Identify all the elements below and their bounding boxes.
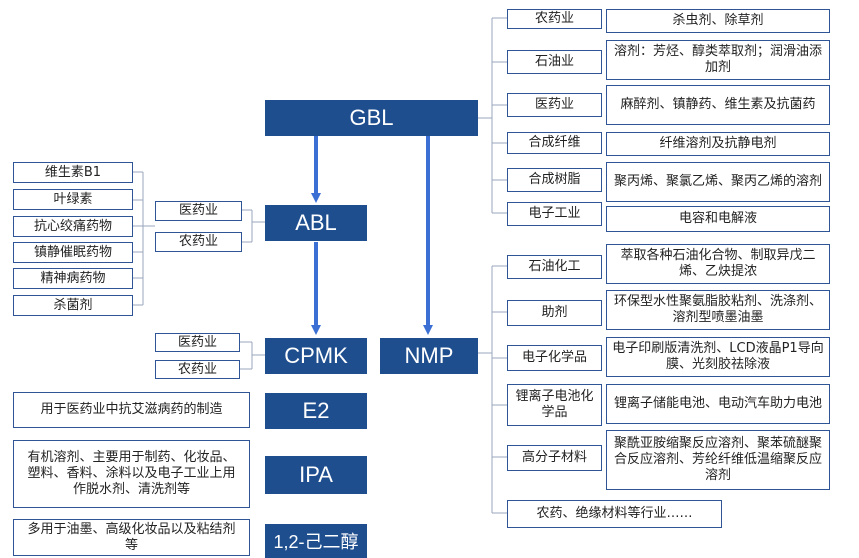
gbl-use: 聚丙烯、聚氯乙烯、聚丙乙烯的溶剂 [606,162,830,202]
nmp-industry: 高分子材料 [507,445,602,471]
cpmk-bracket [240,341,265,370]
gbl-use: 电容和电解液 [606,206,830,232]
abl-industry: 医药业 [155,201,242,221]
gbl-industry: 合成纤维 [507,132,602,154]
nmp-use: 聚酰亚胺缩聚反应溶剂、聚苯硫醚聚合反应溶剂、芳纶纤维低温缩聚反应溶剂 [606,430,830,490]
abl-product: 镇静催眠药物 [13,242,133,263]
abl-bracket [133,171,265,306]
gbl-use: 杀虫剂、除草剂 [606,9,830,33]
abl-product: 杀菌剂 [13,295,133,316]
node-ipa: IPA [265,456,367,494]
nmp-use: 环保型水性聚氨脂胶粘剂、洗涤剂、溶剂型喷墨油墨 [606,290,830,330]
node-nmp: NMP [380,338,478,374]
nmp-use: 电子印刷版清洗剂、LCD液晶P1导向膜、光刻胶祛除液 [606,337,830,377]
nmp-industry: 锂离子电池化学品 [507,384,602,426]
gbl-use: 麻醉剂、镇静药、维生素及抗菌药 [606,85,830,125]
cpmk-industry: 医药业 [155,333,240,352]
abl-product: 抗心绞痛药物 [13,216,133,237]
nmp-use: 锂离子储能电池、电动汽车助力电池 [606,384,830,424]
gbl-industry: 石油业 [507,50,602,74]
nmp-industry: 石油化工 [507,255,602,279]
nmp-industry: 电子化学品 [507,345,602,371]
nmp-industry: 助剂 [507,300,602,326]
nmp-other: 农药、绝缘材料等行业…… [507,500,722,528]
flow-arrows [311,136,433,335]
gbl-use: 纤维溶剂及抗静电剂 [606,132,830,156]
node-hexanediol: 1,2-己二醇 [265,524,367,558]
node-abl: ABL [265,205,367,241]
cpmk-industry: 农药业 [155,360,240,379]
node-e2: E2 [265,393,367,429]
ipa-description: 有机溶剂、主要用于制药、化妆品、塑料、香料、涂料以及电子工业上用作脱水剂、清洗剂… [13,440,250,508]
node-cpmk: CPMK [265,338,367,374]
node-gbl: GBL [265,100,478,136]
gbl-industry: 农药业 [507,9,602,29]
gbl-industry: 电子工业 [507,202,602,226]
nmp-use: 萃取各种石油化合物、制取异戊二烯、乙炔提浓 [606,244,830,284]
gbl-industry: 合成树脂 [507,168,602,192]
gbl-bracket [478,17,507,214]
abl-product: 叶绿素 [13,189,133,210]
nmp-bracket [478,265,507,514]
e2-description: 用于医药业中抗艾滋病药的制造 [13,392,250,428]
gbl-industry: 医药业 [507,93,602,117]
abl-product: 维生素B1 [13,162,133,183]
gbl-use: 溶剂：芳烃、醇类萃取剂；润滑油添加剂 [606,40,830,80]
abl-product: 精神病药物 [13,268,133,289]
hexanediol-description: 多用于油墨、高级化妆品以及粘结剂等 [13,519,250,556]
abl-industry: 农药业 [155,232,242,252]
